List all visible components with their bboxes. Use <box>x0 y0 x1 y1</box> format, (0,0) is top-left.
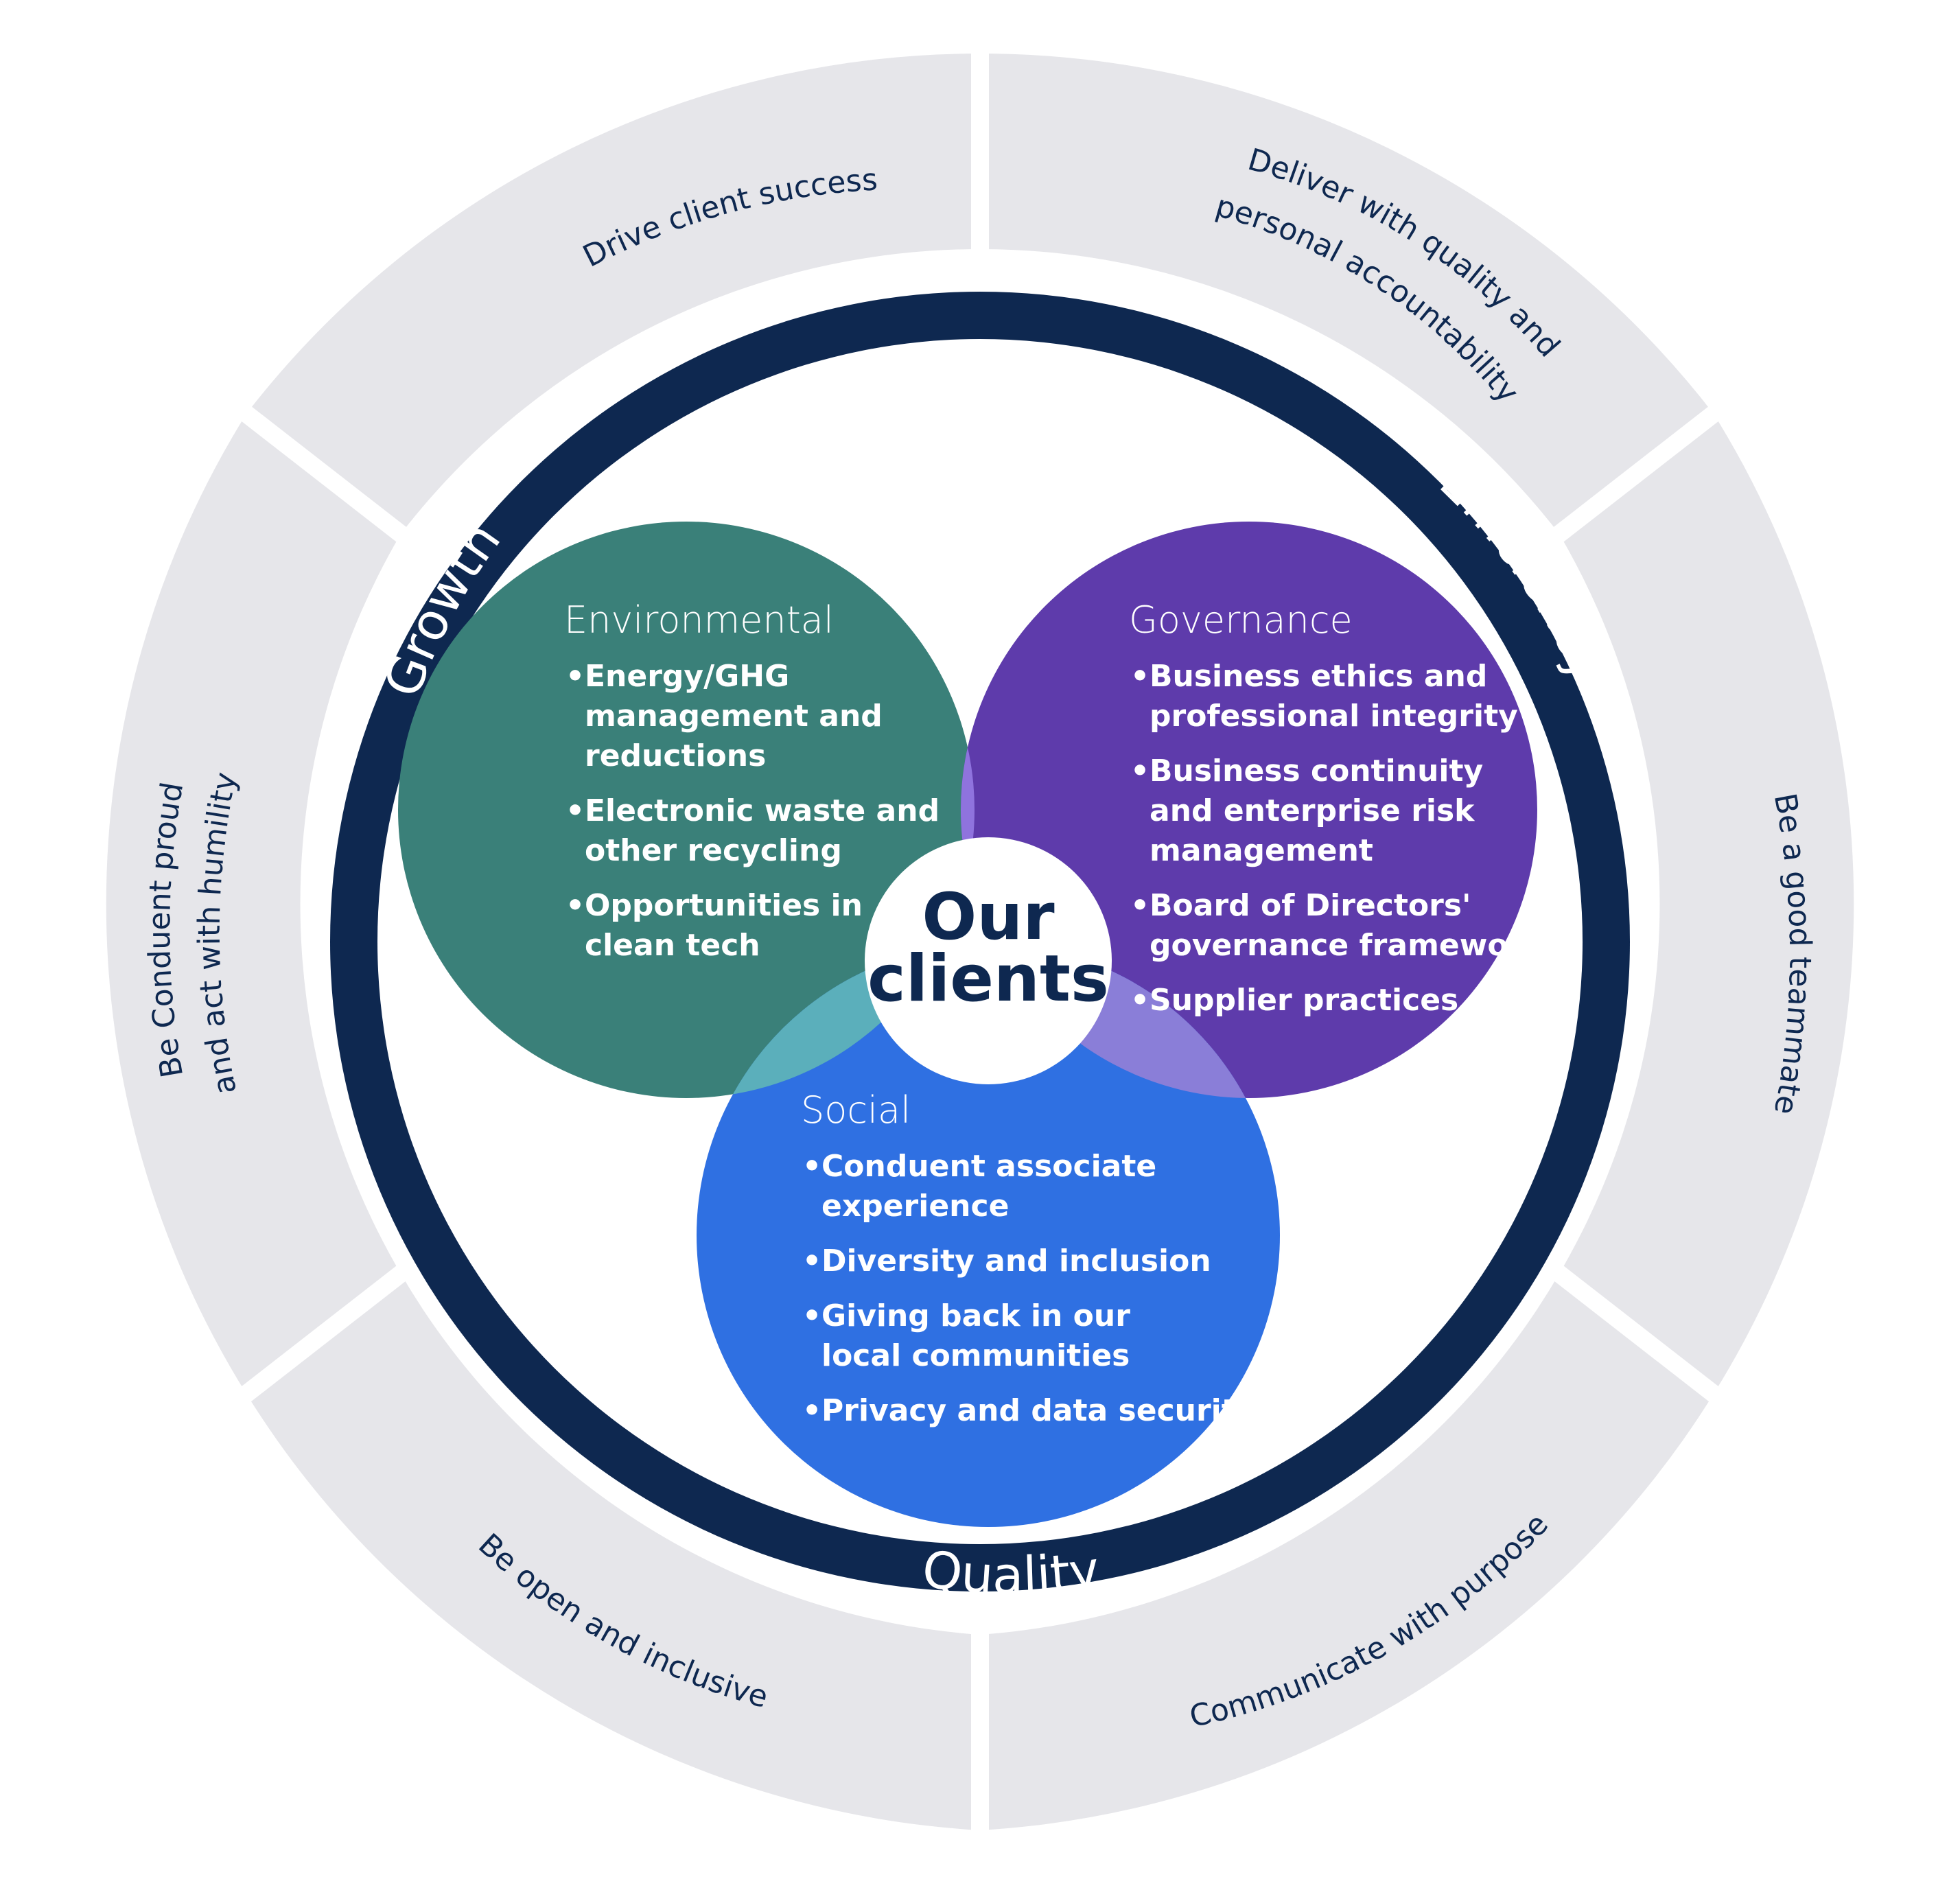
environmental-bullet-1-line-1: Energy/GHG <box>585 659 789 694</box>
ring-label-quality: Quality <box>919 1540 1103 1606</box>
social-bullet-3-line-2: local communities <box>821 1338 1130 1373</box>
outer-segment-bottom-left <box>246 1274 980 1830</box>
bullet-dot: • <box>1130 659 1150 694</box>
governance-title: Governance <box>1129 598 1353 642</box>
social-title: Social <box>801 1088 911 1132</box>
governance-bullet-2-line-1: Business continuity <box>1150 754 1483 789</box>
environmental-bullet-1-line-3: reductions <box>585 738 766 773</box>
center-circle <box>865 837 1112 1084</box>
outer-segment-right <box>1559 414 1854 1394</box>
outer-segment-top-left <box>246 53 980 534</box>
governance-content: Governance • Business ethics and profess… <box>1129 598 1544 1018</box>
bullet-dot: • <box>802 1298 821 1333</box>
bullet-dot: • <box>802 1244 821 1279</box>
social-bullet-1-line-1: Conduent associate <box>821 1149 1156 1184</box>
social-bullet-1-line-2: experience <box>821 1189 1009 1224</box>
social-bullet-3-line-1: Giving back in our <box>821 1298 1130 1333</box>
bullet-dot: • <box>565 793 585 828</box>
governance-bullet-2-line-2: and enterprise risk <box>1150 793 1475 828</box>
bullet-dot: • <box>1130 888 1150 923</box>
governance-bullet-2-line-3: management <box>1150 833 1373 868</box>
environmental-circle <box>398 522 975 1098</box>
bullet-dot: • <box>1130 754 1150 789</box>
outer-ring <box>106 41 1854 1846</box>
governance-bullet-4-line-1: Supplier practices <box>1150 983 1458 1018</box>
environmental-content: Environmental • Energy/GHG management an… <box>564 598 940 963</box>
governance-bullet-1-line-1: Business ethics and <box>1150 659 1487 694</box>
center-line-2: clients <box>867 942 1109 1016</box>
environmental-bullet-3-line-2: clean tech <box>585 928 760 963</box>
segment-dividers <box>231 41 1729 1846</box>
outer-segment-bottom-right <box>980 1274 1714 1830</box>
governance-bullet-3-line-2: governance framework <box>1150 928 1544 963</box>
bullet-dot: • <box>1130 983 1150 1018</box>
environmental-bullet-2-line-2: other recycling <box>585 833 842 868</box>
outer-segment-left <box>106 414 401 1394</box>
bullet-dot: • <box>802 1149 821 1184</box>
governance-bullet-3-line-1: Board of Directors' <box>1150 888 1471 923</box>
environmental-bullet-1-line-2: management and <box>585 699 883 734</box>
center-line-1: Our <box>922 880 1055 955</box>
social-content: Social • Conduent associate experience •… <box>801 1088 1255 1428</box>
environmental-title: Environmental <box>564 598 834 642</box>
outer-segment-top-right <box>980 53 1714 534</box>
social-bullet-2-line-1: Diversity and inclusion <box>821 1244 1211 1279</box>
environmental-bullet-2-line-1: Electronic waste and <box>585 793 940 828</box>
social-circle <box>697 944 1280 1527</box>
bullet-dot: • <box>802 1393 821 1428</box>
governance-bullet-1-line-2: professional integrity <box>1150 699 1518 734</box>
social-bullet-4-line-1: Privacy and data security <box>821 1393 1255 1428</box>
bullet-dot: • <box>565 659 585 694</box>
environmental-bullet-3-line-1: Opportunities in <box>585 888 863 923</box>
bullet-dot: • <box>565 888 585 923</box>
